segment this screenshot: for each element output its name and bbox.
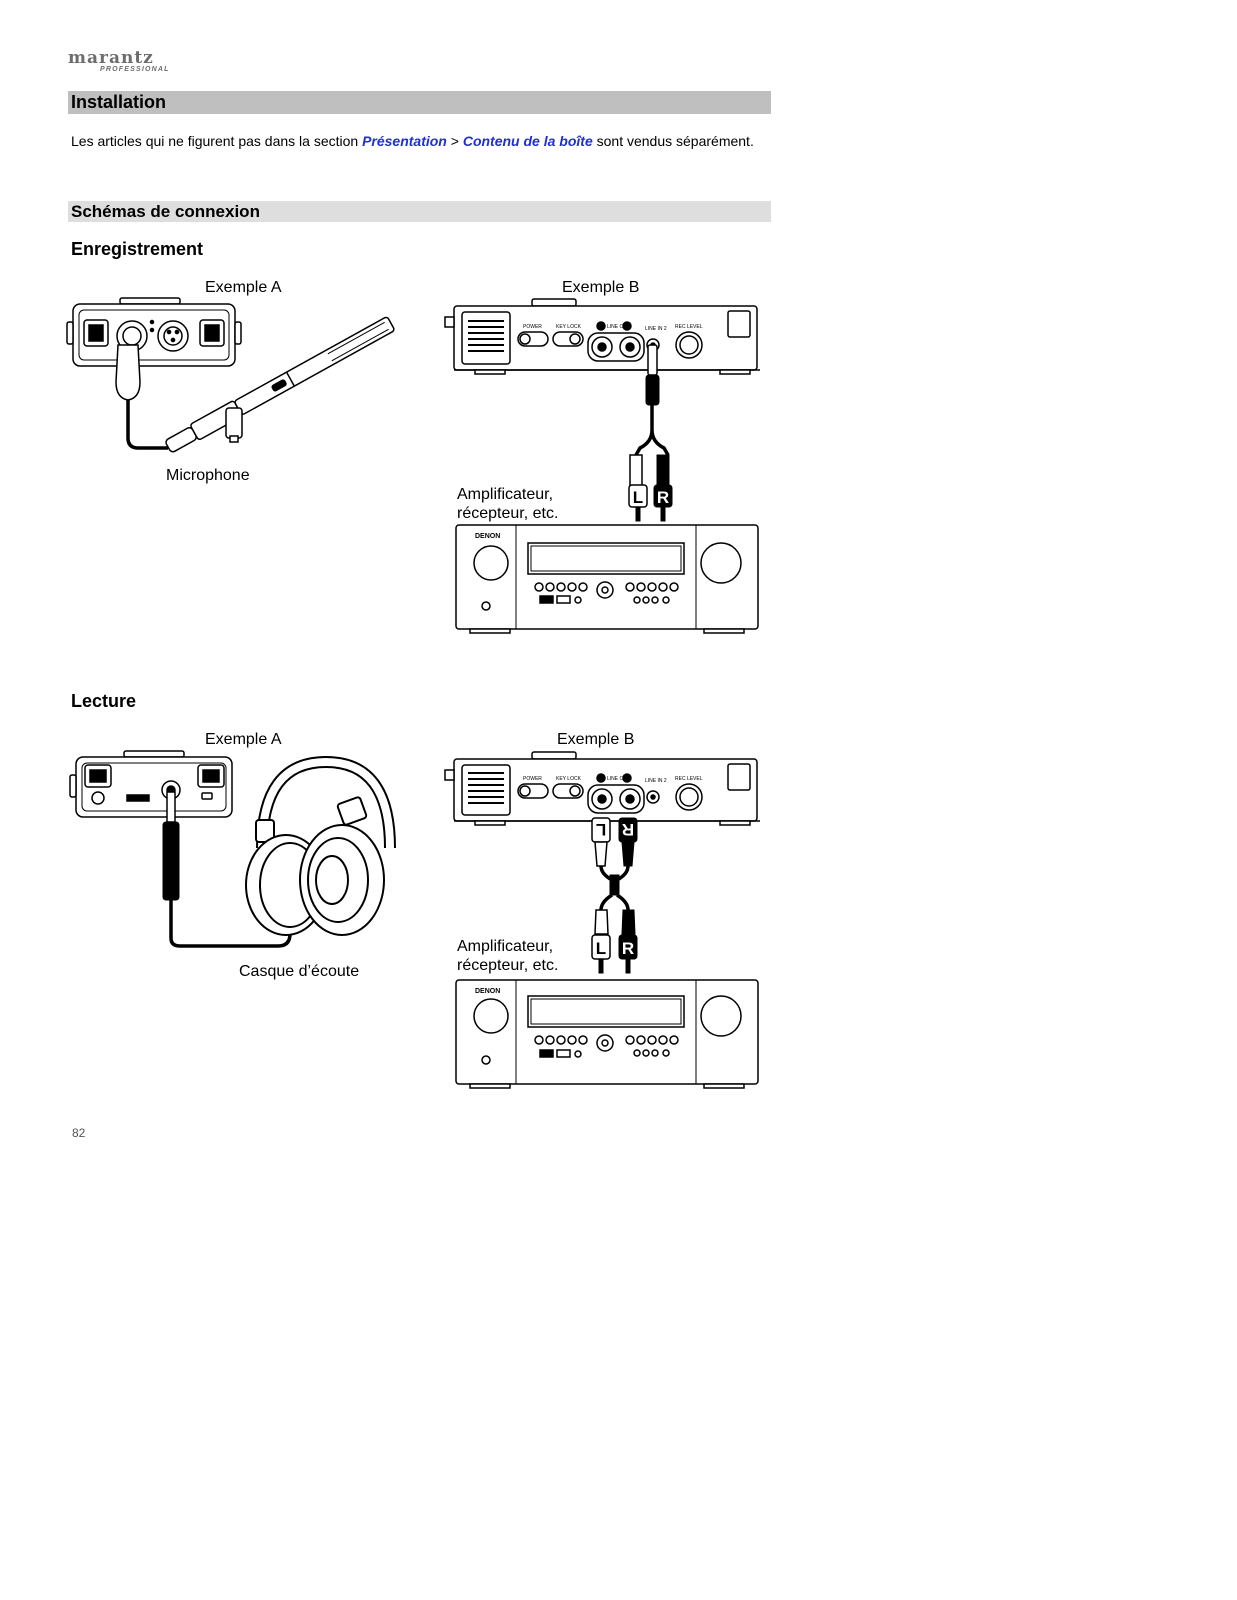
playback-example-b-label: Exemple B <box>557 731 635 748</box>
intro-prefix: Les articles qui ne figurent pas dans la… <box>71 133 363 149</box>
recorder-side-panel-line-out: POWER KEY LOCK LINE OUT LINE IN 2 REC LE… <box>444 751 760 826</box>
line-out-label: LINE OUT <box>607 776 630 782</box>
receiver-brand-label: DENON <box>475 988 500 995</box>
trs-to-rca-cable: L R <box>628 344 673 522</box>
intro-paragraph: Les articles qui ne figurent pas dans la… <box>71 133 754 150</box>
line-in-label: LINE IN 2 <box>645 326 667 332</box>
line-in-label: LINE IN 2 <box>645 778 667 784</box>
link-presentation[interactable]: Présentation <box>362 133 447 149</box>
plug-left-label: L <box>596 939 606 958</box>
playback-amp-label-line2: récepteur, etc. <box>457 957 559 974</box>
headphone-jack-plug <box>162 791 292 948</box>
av-receiver-illustration: DENON <box>455 524 759 634</box>
key-lock-label: KEY LOCK <box>556 776 582 782</box>
plug-left-label: L <box>633 488 643 507</box>
recording-example-b-label: Exemple B <box>562 279 640 296</box>
microphone-cable <box>126 395 168 450</box>
playback-example-a-label: Exemple A <box>205 731 282 748</box>
speaker-grille <box>468 772 504 804</box>
plug-right-label: R <box>657 488 669 507</box>
link-box-contents[interactable]: Contenu de la boîte <box>462 133 593 149</box>
section-title: Installation <box>68 91 771 114</box>
key-lock-label: KEY LOCK <box>556 324 582 330</box>
marantz-logo: marantz PROFESSIONAL <box>68 50 170 74</box>
rca-to-rca-cable: L R L R <box>591 817 638 974</box>
xlr-connector-illustration <box>115 344 141 401</box>
rec-level-label: REC LEVEL <box>675 776 703 782</box>
rec-level-label: REC LEVEL <box>675 324 703 330</box>
logo-wordmark: marantz <box>68 48 154 68</box>
microphone-label: Microphone <box>166 467 250 484</box>
logo-subtitle: PROFESSIONAL <box>100 66 170 73</box>
playback-amp-label-line1: Amplificateur, <box>457 938 554 955</box>
recording-amp-label-line1: Amplificateur, <box>457 486 554 503</box>
playback-heading: Lecture <box>71 691 137 711</box>
recorder-headphone-out-illustration <box>69 750 233 818</box>
speaker-grille <box>468 320 504 352</box>
recorder-side-panel-line-in: POWER KEY LOCK LINE OUT LINE IN 2 REC LE… <box>444 298 760 375</box>
recorder-xlr-inputs-illustration <box>66 297 242 367</box>
receiver-brand-label: DENON <box>475 533 500 540</box>
subsection-title: Schémas de connexion <box>68 201 771 222</box>
power-label: POWER <box>523 324 542 330</box>
recording-example-a-label: Exemple A <box>205 279 282 296</box>
headphones-label: Casque d’écoute <box>239 963 360 980</box>
intro-suffix: sont vendus séparément. <box>592 133 754 149</box>
power-label: POWER <box>523 776 542 782</box>
plug-right-label: R <box>622 820 634 839</box>
headphones-illustration <box>245 755 396 936</box>
recording-amp-label-line2: récepteur, etc. <box>457 505 559 522</box>
plug-left-label: L <box>596 820 606 839</box>
microphone-clip-illustration <box>225 407 243 443</box>
page-number: 82 <box>72 1126 86 1140</box>
recording-heading: Enregistrement <box>71 239 204 259</box>
plug-right-label: R <box>622 939 634 958</box>
line-out-label: LINE OUT <box>607 324 630 330</box>
av-receiver-illustration: DENON <box>455 979 759 1089</box>
breadcrumb-separator: > <box>446 133 463 149</box>
